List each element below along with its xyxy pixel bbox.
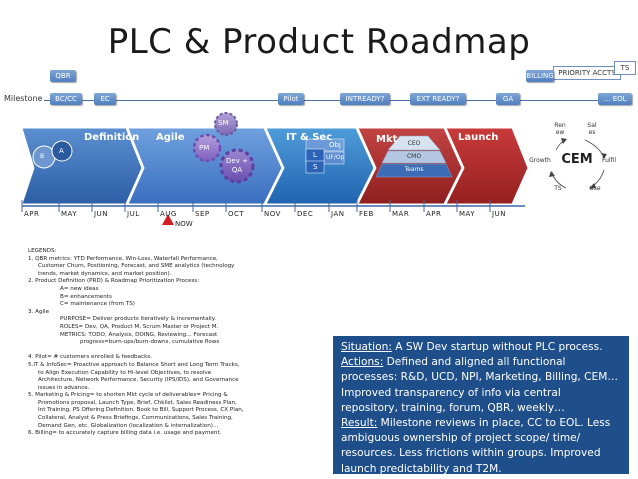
month-label: MAR [392, 210, 410, 218]
month-label: DEC [297, 210, 314, 218]
gear-sm-label: SM [218, 119, 229, 127]
it-s-label: S [313, 163, 318, 171]
mkt-teams-label: Teams [404, 166, 424, 173]
milestone-bc-cc[interactable]: BC/CC [50, 93, 82, 105]
situation-text: A SW Dev startup without PLC process. [391, 341, 603, 353]
legend-line: METRICS: TODO, Analysis, DOING, Reviewin… [60, 331, 218, 338]
gear-dev-qa-label: Dev + QA [226, 157, 248, 174]
gear-pm-label: PM [199, 144, 210, 152]
actions-text: Defined and aligned all functional proce… [341, 356, 618, 414]
mkt-cmo-label: CMO [406, 153, 422, 160]
gear-sm-icon [214, 112, 238, 136]
month-label: APR [426, 210, 442, 218]
mkt-cmo-shape [381, 150, 447, 164]
mkt-ceo-shape [387, 135, 441, 151]
cem-ts-label: TS [554, 185, 562, 192]
result-text: Milestone reviews in place, CC to EOL. L… [341, 417, 611, 475]
legend-line: A= new ideas [60, 285, 99, 292]
legend-line: 6. Billing= to accurately capture billin… [28, 430, 222, 437]
page-title: PLC & Product Roadmap [107, 22, 531, 62]
legend-line: 5. Marketing & Pricing= to shorten Mkt c… [28, 392, 228, 399]
legend-line: B= enhancements [60, 293, 112, 300]
phase-definition-label: Definition [84, 132, 140, 143]
cem-fulfil-label: Fulfil [601, 157, 617, 164]
legend-line: 4. Pilot= # customers enrolled & feedbac… [28, 354, 153, 361]
legend-line: PURPOSE= Deliver products iteratively & … [60, 316, 217, 323]
phase-it-sec-label: IT & Sec [286, 132, 333, 143]
legend-line: Collateral, Analyst & Press Briefings, C… [38, 415, 233, 422]
legend-line: C= maintenance (from TS) [60, 301, 135, 308]
milestone-line [44, 100, 630, 101]
legend-line: issues in advance. [38, 384, 90, 391]
legend-line: 1. QBR metrics: YTD Performance, Win-Los… [28, 255, 218, 262]
phase-agile-label: Agile [156, 132, 185, 143]
mkt-teams-shape [375, 163, 453, 178]
legend-line: Customer Churn, Positioning, Forecast, a… [38, 263, 235, 270]
month-label: AUG [160, 210, 177, 218]
result-label: Result: [341, 417, 378, 430]
month-label: NOV [264, 210, 281, 218]
gear-pm-icon [192, 133, 222, 163]
legend-line: Promotions proposal, Launch Type, Brief,… [38, 399, 237, 406]
legend-line: Int Training, PS Offering Definition, Bo… [38, 407, 244, 414]
legend-line: Architecture, Network Performance, Secur… [38, 377, 239, 384]
cem-sales-label: Sal es [587, 122, 597, 136]
cem-center-label: CEM [561, 152, 593, 167]
definition-a-label: A [59, 147, 64, 155]
legend-line: 5.IT & InfoSec= Proactive approach to Ba… [28, 361, 240, 368]
qbr-tab[interactable]: QBR [50, 70, 76, 82]
cem-growth-label: Growth [529, 157, 551, 164]
month-label: MAY [61, 210, 78, 218]
month-label: JAN [331, 210, 345, 218]
ts-tab[interactable]: TS [614, 61, 636, 75]
milestone-int-ready[interactable]: INTREADY? [340, 93, 390, 105]
it-obj-box [305, 138, 345, 152]
milestone-ec[interactable]: EC [94, 93, 116, 105]
it-uf-op-label: UF/Op [326, 154, 345, 161]
milestone-label: Milestone [4, 94, 43, 103]
legend-line: trends, market dynamics, and market posi… [38, 270, 172, 277]
month-label: OCT [228, 210, 245, 218]
month-label: SEP [195, 210, 210, 218]
legend-line: LEGENDS: [28, 248, 57, 254]
now-label: NOW [175, 220, 193, 228]
legend-line: 2. Product Definition (PRD) & Roadmap Pr… [28, 278, 200, 285]
milestone-ext-ready[interactable]: EXT READY? [410, 93, 466, 105]
definition-b-label: B [40, 153, 45, 160]
legend-line: 3. Agile [28, 308, 50, 315]
situation-box: Situation: A SW Dev startup without PLC … [333, 336, 629, 475]
mkt-ceo-label: CEO [407, 140, 421, 147]
month-label: FEB [359, 210, 374, 218]
phase-mkt-label: Mkt [376, 134, 398, 145]
now-marker-icon [162, 214, 174, 225]
month-label: JUL [127, 210, 140, 218]
legend-line: ROLES= Dev, QA, Product M, Scrum Master … [60, 323, 219, 330]
month-label: MAY [459, 210, 476, 218]
legend: LEGENDS: 1. QBR metrics: YTD Performance… [28, 248, 328, 438]
actions-label: Actions: [341, 356, 384, 369]
milestone-eol[interactable]: … EOL [598, 93, 632, 105]
milestone-ga[interactable]: GA [496, 93, 520, 105]
month-label: JUN [94, 210, 108, 218]
legend-line: Demand Gen, etc. Globalization (localiza… [38, 422, 219, 429]
phase-launch-label: Launch [458, 132, 499, 143]
month-label: APR [24, 210, 40, 218]
month-label: JUN [492, 210, 506, 218]
milestone-pilot[interactable]: Pilot [278, 93, 304, 105]
billing-tab[interactable]: BILLING [526, 70, 554, 82]
legend-spacer [28, 347, 328, 355]
it-s-box [305, 160, 325, 174]
it-obj-label: Obj [329, 141, 341, 149]
gear-dev-qa-icon [219, 148, 255, 184]
situation-label: Situation: [341, 341, 392, 353]
cem-use-label: Use [589, 185, 601, 192]
it-l-label: L [313, 151, 317, 159]
legend-line: progress=burn-ups/burn-downs, cumulative… [80, 339, 220, 346]
legend-line: to Align Execution Capability to Hi-leve… [38, 369, 212, 376]
cem-renew-label: Ren ew [554, 122, 566, 136]
definition-circle-a [51, 140, 73, 162]
